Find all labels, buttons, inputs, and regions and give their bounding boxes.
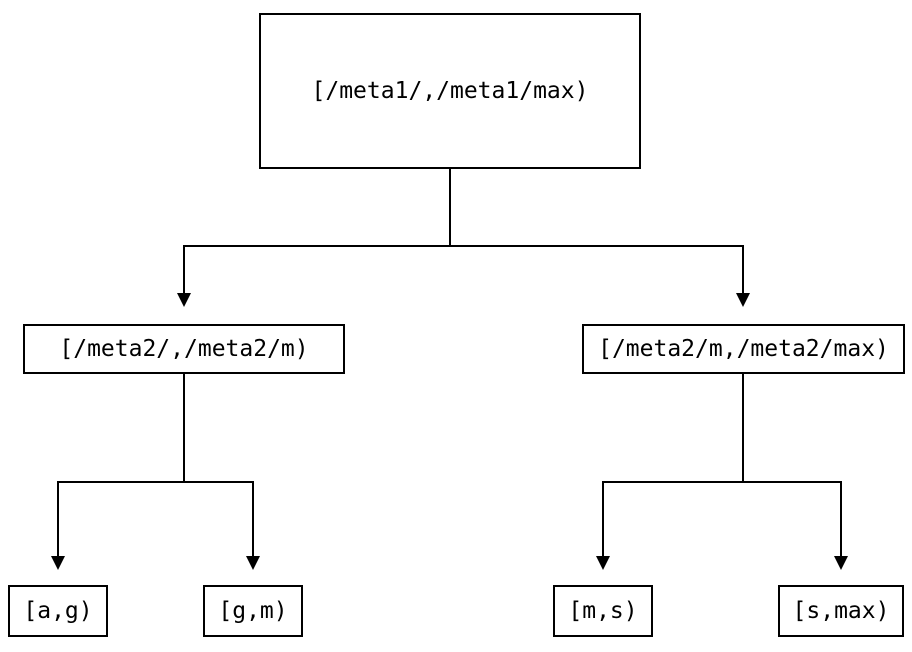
edge-root-bus — [183, 245, 744, 247]
node-leaf-ms-label: [m,s) — [568, 597, 638, 624]
edge-to-leaf-ag-drop — [57, 481, 59, 556]
node-meta2-right-range: [/meta2/m,/meta2/max) — [582, 324, 905, 374]
edge-meta2-left-bus — [57, 481, 254, 483]
node-leaf-smax-label: [s,max) — [792, 597, 890, 624]
arrowhead-down-icon — [51, 556, 65, 570]
node-leaf-gm-label: [g,m) — [218, 597, 288, 624]
edge-root-to-right-drop — [742, 245, 744, 293]
node-root-label: [/meta1/,/meta1/max) — [311, 77, 589, 104]
edge-root-stem — [449, 169, 451, 246]
node-leaf-ag-range: [a,g) — [8, 585, 108, 637]
node-leaf-gm-range: [g,m) — [203, 585, 303, 637]
node-leaf-ag-label: [a,g) — [23, 597, 93, 624]
node-leaf-ms-range: [m,s) — [553, 585, 653, 637]
edge-to-leaf-ms-drop — [602, 481, 604, 556]
edge-meta2-right-stem — [742, 374, 744, 482]
node-root-range: [/meta1/,/meta1/max) — [259, 13, 641, 169]
arrowhead-down-icon — [246, 556, 260, 570]
node-meta2-right-label: [/meta2/m,/meta2/max) — [598, 335, 889, 362]
arrowhead-down-icon — [736, 293, 750, 307]
edge-root-to-left-drop — [183, 245, 185, 293]
arrowhead-down-icon — [596, 556, 610, 570]
arrowhead-down-icon — [834, 556, 848, 570]
edge-meta2-left-stem — [183, 374, 185, 482]
node-meta2-left-range: [/meta2/,/meta2/m) — [23, 324, 345, 374]
edge-to-leaf-smax-drop — [840, 481, 842, 556]
edge-meta2-right-bus — [602, 481, 842, 483]
node-leaf-smax-range: [s,max) — [778, 585, 904, 637]
arrowhead-down-icon — [177, 293, 191, 307]
edge-to-leaf-gm-drop — [252, 481, 254, 556]
node-meta2-left-label: [/meta2/,/meta2/m) — [59, 335, 309, 362]
